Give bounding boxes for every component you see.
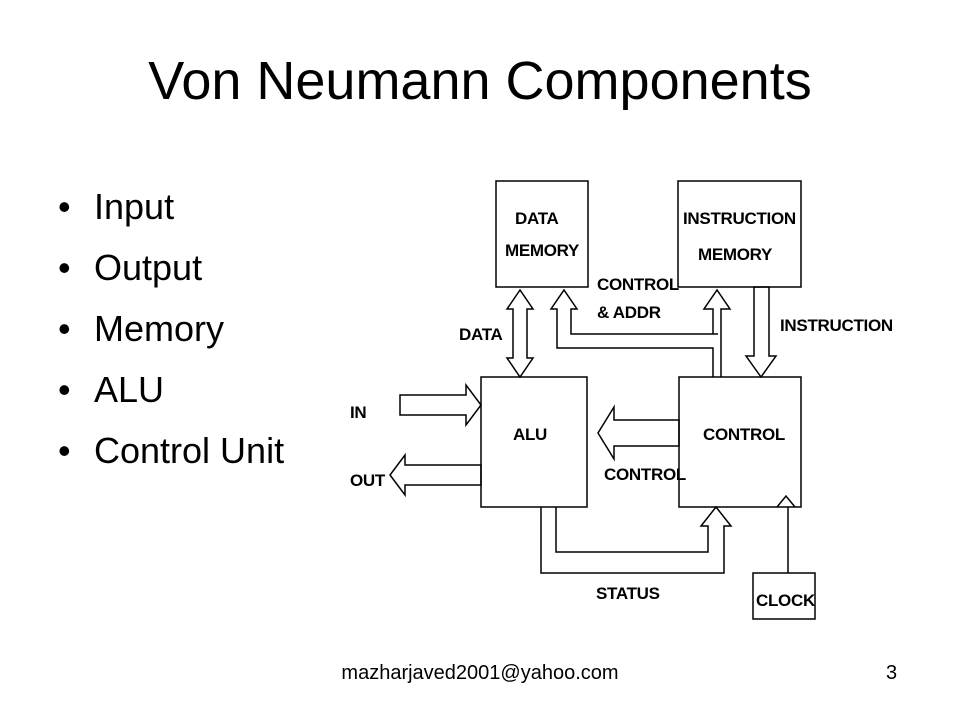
- bullet-text: ALU: [94, 369, 165, 410]
- bullet-item: • ALU: [58, 359, 284, 420]
- footer-email: mazharjaved2001@yahoo.com: [341, 662, 619, 684]
- control-signal-label: CONTROL: [604, 465, 686, 484]
- bullet-item: • Memory: [58, 298, 284, 359]
- instruction-memory-block: [677, 180, 802, 288]
- bullet-dot: •: [58, 430, 71, 471]
- bullet-item: • Input: [58, 176, 284, 237]
- bullet-text: Memory: [94, 308, 225, 349]
- data-memory-block: [495, 180, 589, 288]
- control-addr-path: [549, 288, 718, 377]
- in-label: IN: [350, 403, 366, 422]
- control-addr-label-2: & ADDR: [597, 303, 661, 322]
- bullet-text: Control Unit: [94, 430, 285, 471]
- bullet-list: • Input • Output • Memory • ALU • Control Uni…: [58, 176, 284, 481]
- data-memory-label-1: DATA: [515, 209, 559, 228]
- bullet-dot: •: [58, 247, 71, 288]
- bullet-item: • Control Unit: [58, 420, 284, 481]
- in-arrow: [399, 382, 482, 428]
- clock-edge-marker: [776, 494, 796, 508]
- control-signal-arrow: [597, 404, 680, 462]
- data-bus-label: DATA: [459, 325, 503, 344]
- control-label: CONTROL: [703, 425, 785, 444]
- bullet-dot: •: [58, 186, 71, 227]
- instruction-memory-label-2: MEMORY: [698, 245, 773, 264]
- bullet-dot: •: [58, 369, 71, 410]
- page-number: 3: [886, 662, 898, 684]
- clock-block: [752, 572, 816, 620]
- slide-title: Von Neumann Components: [148, 51, 812, 111]
- bullet-item: • Output: [58, 237, 284, 298]
- instruction-bus-arrow: [744, 286, 778, 379]
- instruction-bus-label: INSTRUCTION: [780, 316, 893, 335]
- data-bus-arrow: [505, 288, 535, 379]
- control-addr-instr-arrow: [702, 288, 732, 377]
- alu-label: ALU: [513, 425, 547, 444]
- status-label: STATUS: [596, 584, 660, 603]
- out-label: OUT: [350, 471, 386, 490]
- instruction-memory-label-1: INSTRUCTION: [683, 209, 796, 228]
- bullet-text: Input: [94, 186, 175, 227]
- clock-label: CLOCK: [756, 591, 816, 610]
- status-path: [540, 505, 733, 574]
- alu-block: [480, 376, 588, 508]
- bullet-dot: •: [58, 308, 71, 349]
- control-addr-label-1: CONTROL: [597, 275, 679, 294]
- data-memory-label-2: MEMORY: [505, 241, 580, 260]
- bullet-text: Output: [94, 247, 203, 288]
- out-arrow: [389, 452, 482, 498]
